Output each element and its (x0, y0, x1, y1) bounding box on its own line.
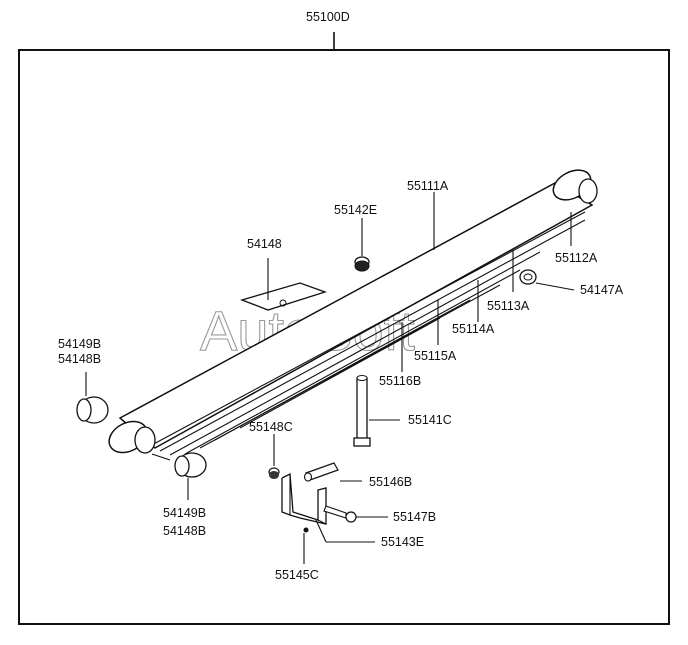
label-55113a: 55113A (487, 299, 530, 313)
label-55145c: 55145C (275, 568, 319, 582)
bushing-bottom (174, 452, 207, 478)
label-55142e: 55142E (334, 203, 377, 217)
bolt-55147b (323, 505, 357, 523)
bolt-55141c (353, 375, 371, 447)
label-55116b: 55116B (379, 374, 421, 388)
label-54149b-bottom: 54149B (163, 506, 206, 520)
label-54148: 54148 (247, 237, 282, 251)
nut-55142e (354, 256, 370, 272)
rear-eye (108, 420, 156, 454)
label-55111a: 55111A (407, 179, 449, 193)
bushing-left (76, 396, 109, 424)
label-55143e: 55143E (381, 535, 424, 549)
label-55148c: 55148C (249, 420, 293, 434)
bracket-55143e (281, 472, 327, 533)
label-55141c: 55141C (408, 413, 452, 427)
label-55115a: 55115A (414, 349, 457, 363)
label-55100d: 55100D (306, 10, 350, 24)
washer-54147a (519, 269, 537, 285)
label-54149b-left: 54149B (58, 337, 101, 351)
label-55147b: 55147B (393, 510, 436, 524)
label-54148b-left: 54148B (58, 352, 101, 366)
assembly-frame (18, 49, 670, 625)
front-eye (552, 169, 598, 204)
label-55114a: 55114A (452, 322, 495, 336)
label-55146b: 55146B (369, 475, 412, 489)
pin-55146b (303, 462, 339, 482)
nut-55148c (268, 467, 280, 479)
label-55112a: 55112A (555, 251, 598, 265)
leader-lines (85, 192, 575, 564)
label-54148b-bottom: 54148B (163, 524, 206, 538)
pad-54148 (239, 282, 328, 311)
label-54147a: 54147A (580, 283, 624, 297)
leaf-spring (118, 182, 594, 461)
